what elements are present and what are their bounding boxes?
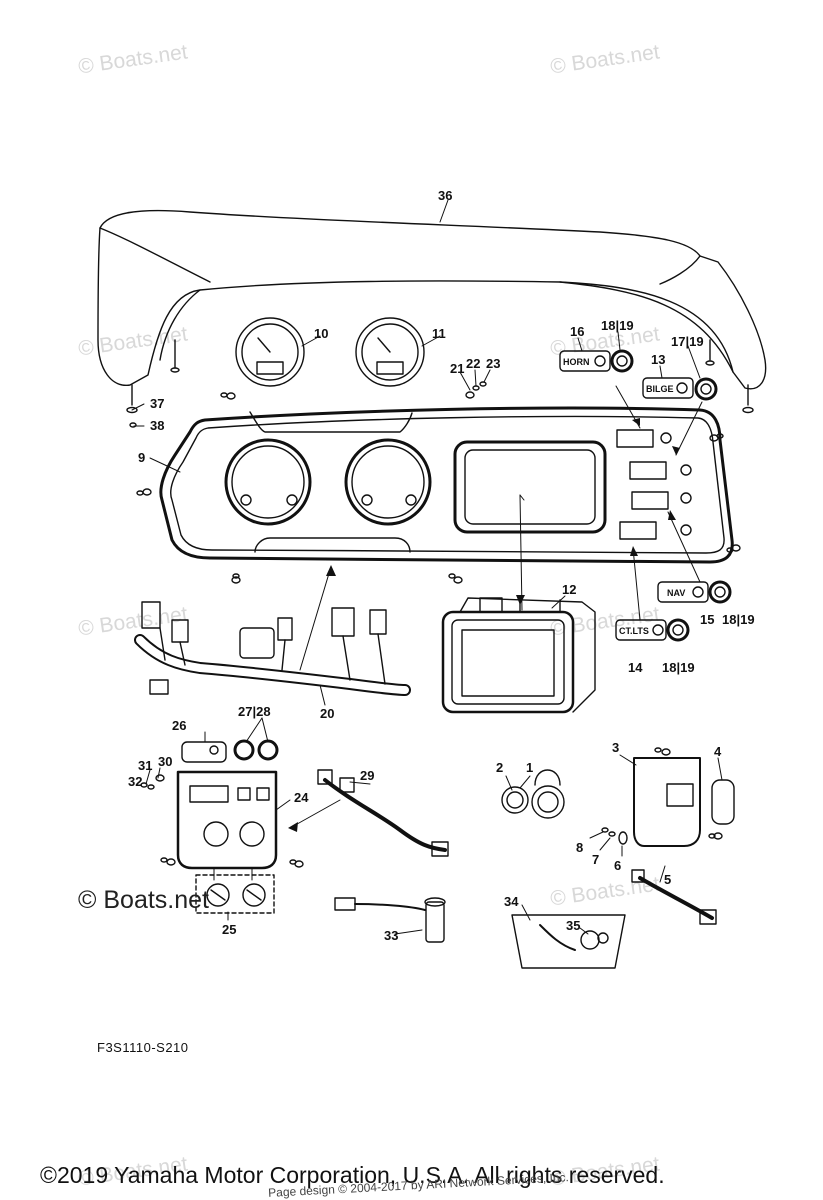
accessory-switch-panel — [176, 770, 278, 870]
callout-7: 7 — [592, 852, 599, 867]
callout-20: 20 — [320, 706, 334, 721]
callout-26: 26 — [172, 718, 186, 733]
callout-35: 35 — [566, 918, 580, 933]
callout-4: 4 — [714, 744, 722, 759]
callout-6: 6 — [614, 858, 621, 873]
callout-24: 24 — [294, 790, 309, 805]
arrowheads — [288, 418, 680, 832]
horn-switch — [559, 349, 634, 373]
callout-22: 22 — [466, 356, 480, 371]
side-panel — [633, 747, 735, 847]
display-unit — [441, 597, 596, 714]
callout-29: 29 — [360, 768, 374, 783]
leader-lines — [131, 199, 723, 935]
panel-fasteners — [136, 381, 741, 584]
callout-15: 15 — [700, 612, 714, 627]
callout-14: 14 — [628, 660, 643, 675]
horn-label: HORN — [563, 357, 590, 367]
callout-18-19-ctlts: 18|19 — [662, 660, 695, 675]
cover-stud-left — [126, 339, 180, 428]
callout-25: 25 — [222, 922, 236, 937]
callout-13: 13 — [651, 352, 665, 367]
callout-9: 9 — [138, 450, 145, 465]
small-fasteners — [140, 774, 628, 868]
cover-stud-right — [705, 339, 754, 414]
usb-socket-kit — [195, 874, 275, 914]
site-credit: © Boats.net — [78, 886, 209, 914]
callout-34: 34 — [504, 894, 519, 909]
ct-lts-switch — [615, 618, 690, 642]
callout-30: 30 — [158, 754, 172, 769]
bilge-label: BILGE — [646, 384, 674, 394]
callout-37: 37 — [150, 396, 164, 411]
dash-panel — [159, 406, 734, 564]
callout-21: 21 — [450, 361, 464, 376]
callout-33: 33 — [384, 928, 398, 943]
callout-36: 36 — [438, 188, 452, 203]
callout-16: 16 — [570, 324, 584, 339]
callout-27-28: 27|28 — [238, 704, 271, 719]
callout-11: 11 — [432, 326, 446, 341]
callout-5: 5 — [664, 872, 671, 887]
callout-18-19: 18|19 — [601, 318, 634, 333]
ignition-switch-kit — [511, 914, 626, 969]
callout-12: 12 — [562, 582, 576, 597]
power-socket — [501, 769, 565, 819]
callout-10: 10 — [314, 326, 328, 341]
callout-32: 32 — [128, 774, 142, 789]
nav-switch — [657, 580, 732, 604]
switch-wire-harness — [317, 769, 449, 857]
callout-3: 3 — [612, 740, 619, 755]
tachometer-gauge — [355, 317, 425, 387]
ct-lts-label: CT.LTS — [619, 626, 649, 636]
callout-8: 8 — [576, 840, 583, 855]
wire-harness — [134, 601, 411, 696]
speedometer-gauge — [235, 317, 305, 387]
nav-label: NAV — [667, 588, 685, 598]
callout-18-19-nav: 18|19 — [722, 612, 755, 627]
switch-cover — [181, 739, 279, 763]
diagram-code: F3S1110-S210 — [97, 1040, 189, 1055]
copyright-notice: ©2019 Yamaha Motor Corporation, U.S.A. A… — [40, 1162, 665, 1188]
callout-31: 31 — [138, 758, 152, 773]
callout-23: 23 — [486, 356, 500, 371]
dash-cover — [97, 209, 767, 390]
callout-17-19: 17|19 — [671, 334, 704, 349]
callout-1: 1 — [526, 760, 533, 775]
callout-38: 38 — [150, 418, 164, 433]
horn-button — [334, 897, 446, 943]
side-panel-harness — [631, 869, 717, 925]
callout-2: 2 — [496, 760, 503, 775]
bilge-switch — [642, 377, 718, 401]
